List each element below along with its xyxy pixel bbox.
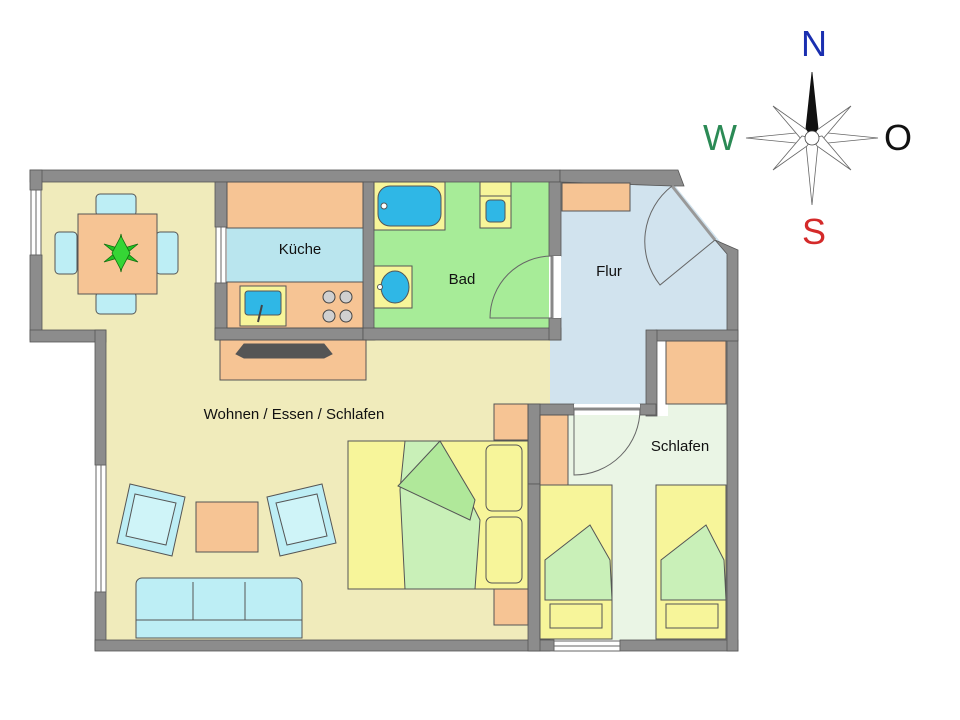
compass-north: N [801,23,827,64]
wall-nook-bottom [29,329,107,343]
wall-kueche-bottom [214,327,376,341]
wall-bad-flur-top [548,181,562,257]
armchair-right [266,483,337,557]
door-bad [489,255,553,319]
room-label-schlafen: Schlafen [651,438,709,455]
kitchen-furniture [226,181,364,329]
wall-bottom-left [94,639,551,652]
wall-bottom-right [619,639,739,652]
compass-star-icon [745,71,879,206]
wall-bad-flur-bot [548,317,562,341]
single-bed-right [655,484,727,640]
living-furniture [116,339,529,639]
plant-icon [103,233,139,273]
wall-left-upper [29,169,43,191]
wardrobe-schlafen [539,414,569,486]
compass-rose: N O S W [703,23,912,252]
wall-west-upper [94,329,107,466]
wall-schlafen-west-lower [527,483,541,652]
room-label-wohnen: Wohnen / Essen / Schlafen [204,406,385,423]
windows [30,189,621,652]
wall-top-left [29,169,561,183]
flur-furniture [561,182,727,405]
door-entry [670,185,717,241]
coffee-table [195,501,259,553]
sofa [135,577,303,639]
wall-kueche-bad [362,181,375,341]
wall-right-lower [726,339,739,652]
compass-east: O [884,117,912,158]
kitchen-upper-counter [226,181,364,229]
compass-south: S [802,211,826,252]
single-bed-left [539,484,613,640]
wall-top-right [559,169,685,187]
wardrobe-flur [561,182,631,212]
wall-bad-bottom [362,327,562,341]
stove-icon [322,290,353,323]
bathroom-fixtures [373,181,512,309]
double-bed [347,440,529,590]
tv-icon [235,343,333,359]
doors [489,185,717,476]
room-label-flur: Flur [596,263,622,280]
walls [29,169,739,652]
wall-kueche-left-top [214,181,228,228]
wall-flur-east [655,329,739,342]
room-label-bad: Bad [449,271,476,288]
dining-chair-bottom [95,291,137,315]
dining-chair-right [155,231,179,275]
wardrobe-flur-east [665,340,727,405]
armchair-left [116,483,186,557]
wall-left-mid [29,254,43,341]
dining-set [54,193,179,315]
nightstand-top [493,403,529,441]
room-label-kueche: Küche [279,241,322,258]
nightstand-bottom [493,588,529,626]
room-labels: Küche Bad Flur Wohnen / Essen / Schlafen… [204,241,710,455]
wall-flur-step [645,329,658,417]
wall-schlafen-west-upper [527,403,541,485]
dining-chair-top [95,193,137,217]
floor-flur [550,182,727,404]
compass-west: W [703,117,737,158]
wall-schlafen-top-right [639,403,657,416]
dining-chair-left [54,231,78,275]
schlafen-furniture [539,414,727,640]
door-schlafen [573,408,641,476]
